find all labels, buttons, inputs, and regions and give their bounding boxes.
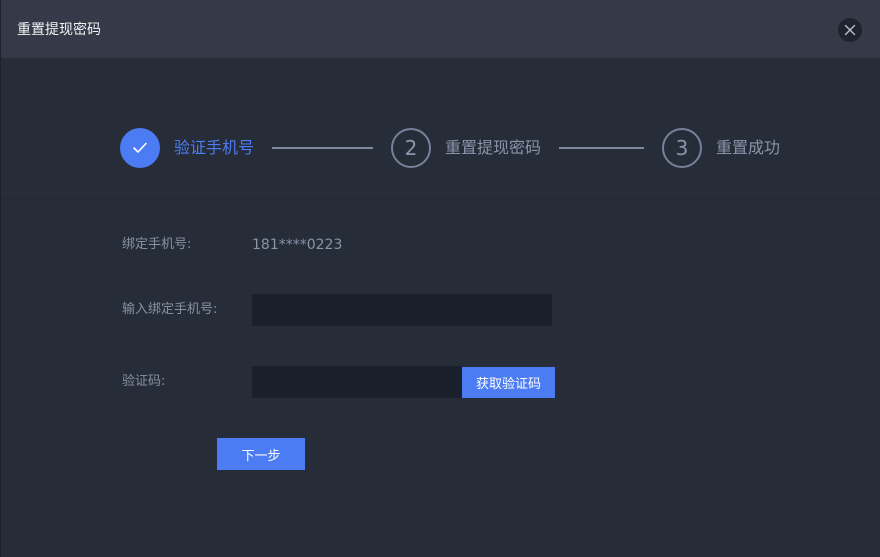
- progress-steps: 验证手机号 2 重置提现密码 3 重置成功: [1, 108, 880, 188]
- step-3-label: 重置成功: [716, 138, 781, 157]
- get-code-button[interactable]: 获取验证码: [462, 367, 555, 398]
- step-connector-2: [559, 147, 644, 149]
- steps-divider: [1, 193, 880, 194]
- phone-input[interactable]: [252, 294, 552, 326]
- close-button[interactable]: [838, 18, 862, 42]
- step-1-label: 验证手机号: [174, 138, 255, 157]
- bound-phone-value: 181****0223: [252, 237, 343, 253]
- step-2-number: 2: [404, 136, 418, 160]
- bound-phone-label: 绑定手机号:: [122, 237, 192, 252]
- step-connector-1: [272, 147, 373, 149]
- close-icon: [844, 24, 856, 36]
- verification-code-input[interactable]: [252, 366, 462, 398]
- step-3-number: 3: [675, 136, 689, 160]
- code-label: 验证码:: [122, 374, 166, 389]
- dialog-titlebar: 重置提现密码: [1, 0, 880, 58]
- next-step-button[interactable]: 下一步: [217, 438, 305, 470]
- check-icon: [133, 142, 147, 153]
- step-1-indicator: [120, 128, 160, 168]
- dialog-title: 重置提现密码: [17, 22, 101, 38]
- step-3-indicator: 3: [662, 128, 702, 168]
- step-2-label: 重置提现密码: [445, 138, 542, 157]
- step-2-indicator: 2: [391, 128, 431, 168]
- input-phone-label: 输入绑定手机号:: [122, 302, 218, 317]
